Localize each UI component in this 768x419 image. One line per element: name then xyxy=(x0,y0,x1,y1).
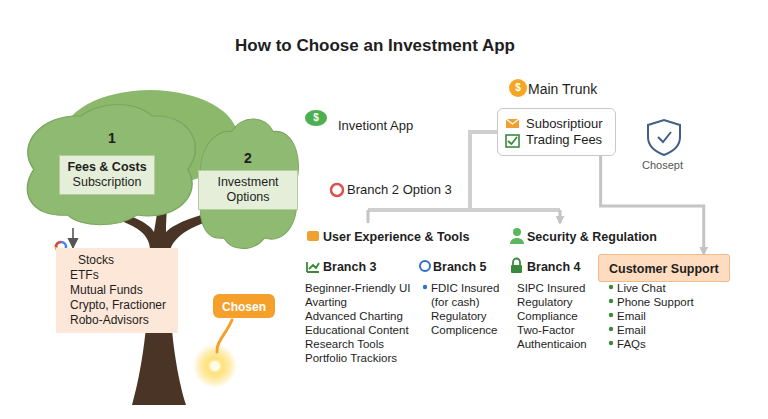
branch-drop xyxy=(368,210,560,223)
label: FDIC Insured (for cash) xyxy=(431,281,507,309)
options-list: StocksETFsMutual FundsCrypto, Fractioner… xyxy=(56,248,178,333)
callout: Chosen xyxy=(213,294,275,318)
bullet xyxy=(609,285,613,289)
label: Branch 5 xyxy=(433,260,487,274)
connector xyxy=(72,228,74,248)
label: Research Tools xyxy=(305,337,384,351)
label: Avarting xyxy=(305,295,347,309)
label: User Experience & Tools xyxy=(323,230,469,244)
box-text: Subscription xyxy=(67,175,146,190)
label: Branch 2 Option 3 xyxy=(347,183,452,197)
callout-number: 1 xyxy=(108,130,116,146)
support-box: Customer Support xyxy=(598,254,730,282)
label: Invetiont App xyxy=(338,119,413,133)
bullet xyxy=(423,285,427,289)
tools-icon xyxy=(307,231,319,241)
main-trunk-box: Main TrunkSubosriptiourTrading Fees xyxy=(497,108,616,156)
label: Educational Content xyxy=(305,323,409,337)
bullet xyxy=(609,327,613,331)
criteria-box: Fees & CostsSubscription xyxy=(59,155,154,195)
canopy: 2Investment Options xyxy=(193,112,303,252)
support-heading: Customer Support xyxy=(609,262,719,276)
bullet xyxy=(609,313,613,317)
label: Chosept xyxy=(642,158,683,172)
list-item: Robo-Advisors xyxy=(70,313,166,328)
box-heading: Main Trunk xyxy=(528,81,597,97)
label: Live Chat xyxy=(617,281,666,295)
label: Security & Regulation xyxy=(527,230,657,244)
dollar-icon xyxy=(305,110,327,126)
label: Regulatory Complicence xyxy=(431,309,507,337)
option-icon xyxy=(331,184,343,196)
list-item: Crypto, Fractioner xyxy=(70,298,166,313)
label: Phone Support xyxy=(617,295,694,309)
callout-number: 2 xyxy=(244,150,252,166)
label: SIPC Insured xyxy=(517,281,585,295)
coin-icon xyxy=(509,79,527,97)
box-line: Subosriptiour xyxy=(526,116,603,132)
list-item: ETFs xyxy=(70,268,166,283)
list-item: Mutual Funds xyxy=(70,283,166,298)
label: Email xyxy=(617,323,646,337)
box-icons xyxy=(505,116,521,150)
box-text: Fees & Costs xyxy=(67,160,146,175)
label: FAQs xyxy=(617,337,646,351)
label: Email xyxy=(617,309,646,323)
bullet xyxy=(609,299,613,303)
label: Regulatory Compliance xyxy=(517,295,595,323)
shield-icon xyxy=(648,120,680,155)
label: Beginner-Friendly UI xyxy=(305,281,410,295)
label: Two-Factor Authenticaion xyxy=(517,323,599,351)
criteria-box: Investment Options xyxy=(198,170,298,210)
label: Portfolio Trackiors xyxy=(305,351,397,365)
list-item: Stocks xyxy=(70,253,166,268)
label: Branch 3 xyxy=(323,260,377,274)
chart-icon xyxy=(307,262,319,272)
glow-core xyxy=(210,361,220,371)
bullet xyxy=(609,341,613,345)
icon-symbol: $ xyxy=(515,82,521,94)
people-icon xyxy=(513,228,521,236)
branch5-icon xyxy=(420,261,430,271)
label: Branch 4 xyxy=(527,260,581,274)
lock-icon xyxy=(511,265,522,273)
callout-leader xyxy=(217,320,232,352)
box-text: Investment Options xyxy=(206,175,290,205)
box-line: Trading Fees xyxy=(526,132,603,148)
canopy: 1Fees & CostsSubscription xyxy=(15,98,203,228)
callout-text: Chosen xyxy=(222,300,266,314)
icon-symbol: $ xyxy=(313,112,319,124)
glow xyxy=(193,344,237,388)
diagram-title: How to Choose an Investment App xyxy=(0,36,750,56)
label: Advanced Charting xyxy=(305,309,403,323)
